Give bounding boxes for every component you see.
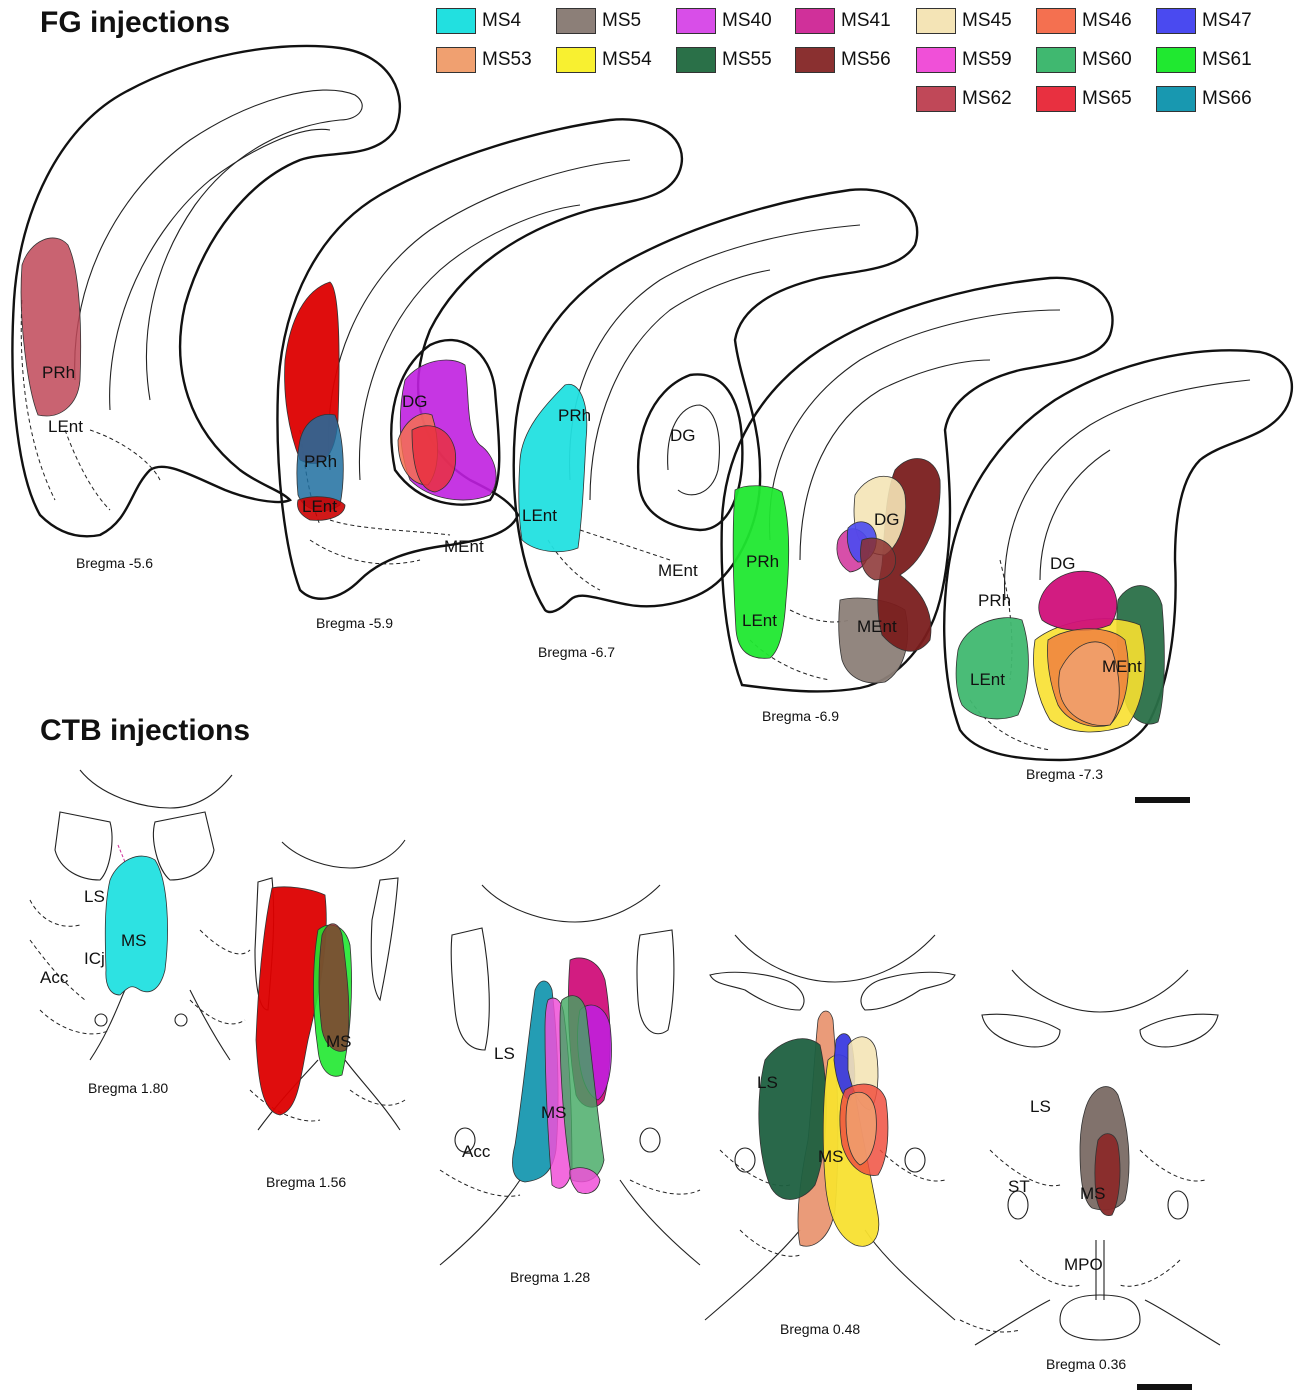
layer-boundary <box>580 530 670 560</box>
ventricle-outline <box>153 812 214 880</box>
septum-outline <box>975 1300 1220 1345</box>
ctb-scale-bar <box>1137 1384 1192 1390</box>
region-label-lent: LEnt <box>522 506 557 525</box>
injection-ms55 <box>759 1039 826 1200</box>
region-label-ms: MS <box>121 931 147 950</box>
ctb-section-bregma-0.48: LS MS Bregma 0.48 <box>705 935 955 1337</box>
cortex-arc <box>282 840 405 868</box>
region-label-ls: LS <box>84 887 105 906</box>
region-label-ment: MEnt <box>444 537 484 556</box>
region-label-lent: LEnt <box>970 670 1005 689</box>
ventricle-outline <box>1140 1014 1218 1047</box>
hippocampal-line <box>1005 380 1250 600</box>
dentate-inner <box>668 405 720 495</box>
ctb-section-bregma-1.56: MS Bregma 1.56 <box>250 840 405 1190</box>
bregma-label: Bregma 1.80 <box>88 1080 168 1096</box>
region-boundary <box>960 1320 1020 1332</box>
region-label-ms: MS <box>541 1103 567 1122</box>
bregma-label: Bregma -5.6 <box>76 555 153 571</box>
cortex-arc <box>80 770 232 808</box>
optic-chiasm <box>1060 1295 1140 1340</box>
region-label-icj: ICj <box>84 949 105 968</box>
region-label-ls: LS <box>757 1073 778 1092</box>
region-label-prh: PRh <box>42 363 75 382</box>
fg-section-bregma-7.3: DG PRh LEnt MEnt Bregma -7.3 <box>944 350 1292 782</box>
injection-ms4 <box>105 856 167 995</box>
injection-track <box>118 845 125 862</box>
bregma-label: Bregma 0.48 <box>780 1321 860 1337</box>
ctb-section-bregma-0.36: LS ST MS MPO Bregma 0.36 <box>960 970 1220 1372</box>
region-label-ms: MS <box>326 1032 352 1051</box>
injection-ms41 <box>1039 571 1117 630</box>
region-label-acc: Acc <box>40 968 69 987</box>
ventricle-outline <box>982 1014 1060 1047</box>
region-label-prh: PRh <box>558 406 591 425</box>
septum-outline <box>440 1180 700 1265</box>
region-label-prh: PRh <box>304 452 337 471</box>
ventricle-outline <box>451 928 489 1050</box>
fg-section-bregma-6.7: PRh DG LEnt MEnt Bregma -6.7 <box>514 189 917 660</box>
region-label-dg: DG <box>402 392 428 411</box>
injection-ms62 <box>21 238 81 416</box>
region-label-prh: PRh <box>746 552 779 571</box>
region-label-ls: LS <box>1030 1097 1051 1116</box>
injection-ms60 <box>956 618 1028 719</box>
ventricle-outline <box>637 930 674 1034</box>
region-label-lent: LEnt <box>302 497 337 516</box>
fg-scale-bar <box>1135 797 1190 803</box>
ventricle-outline <box>55 812 112 880</box>
injection-ms61 <box>733 486 788 659</box>
septum-outline <box>90 990 230 1060</box>
region-label-ls: LS <box>494 1044 515 1063</box>
region-label-ment: MEnt <box>857 617 897 636</box>
bregma-label: Bregma -6.9 <box>762 708 839 724</box>
injection-ms56 <box>1095 1134 1120 1216</box>
region-label-st: ST <box>1008 1177 1030 1196</box>
bregma-label: Bregma 1.28 <box>510 1269 590 1285</box>
region-label-acc: Acc <box>462 1142 491 1161</box>
region-label-ment: MEnt <box>658 561 698 580</box>
ventricle-outline <box>371 878 398 1000</box>
region-label-dg: DG <box>874 510 900 529</box>
region-label-prh: PRh <box>978 591 1011 610</box>
region-label-ms: MS <box>818 1147 844 1166</box>
layer-boundary <box>310 540 420 564</box>
ventricle-outline <box>710 972 804 1010</box>
bregma-label: Bregma -5.9 <box>316 615 393 631</box>
ctb-section-bregma-1.28: LS MS Acc Bregma 1.28 <box>440 885 700 1285</box>
region-label-ment: MEnt <box>1102 657 1142 676</box>
region-label-dg: DG <box>670 426 696 445</box>
layer-boundary <box>330 520 450 535</box>
cortex-arc <box>1012 970 1188 1012</box>
small-structure <box>95 1014 187 1026</box>
bregma-label: Bregma -6.7 <box>538 644 615 660</box>
ventricle-outline <box>861 972 955 1010</box>
bregma-label: Bregma 0.36 <box>1046 1356 1126 1372</box>
region-label-dg: DG <box>1050 554 1076 573</box>
dentate-gyrus-outline <box>638 374 742 530</box>
bregma-label: Bregma 1.56 <box>266 1174 346 1190</box>
layer-boundary <box>90 430 160 480</box>
fg-section-bregma-5.9: DG PRh LEnt MEnt Bregma -5.9 <box>277 119 681 631</box>
region-label-lent: LEnt <box>48 417 83 436</box>
septum-outline <box>705 1230 955 1320</box>
bregma-label: Bregma -7.3 <box>1026 766 1103 782</box>
region-boundary <box>40 1000 245 1034</box>
region-label-mpo: MPO <box>1064 1255 1103 1274</box>
region-label-lent: LEnt <box>742 611 777 630</box>
cortex-arc <box>482 885 660 922</box>
region-label-ms: MS <box>1080 1184 1106 1203</box>
ctb-section-bregma-1.80: LS MS ICj Acc Bregma 1.80 <box>30 770 250 1096</box>
layer-boundary <box>65 430 110 510</box>
